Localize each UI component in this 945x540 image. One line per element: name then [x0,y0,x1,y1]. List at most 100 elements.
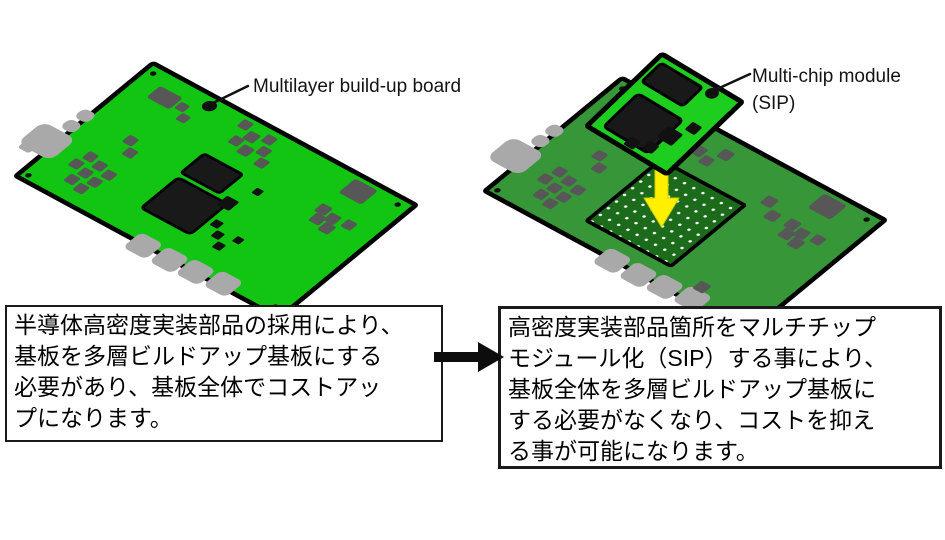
smd-component [100,169,118,181]
sip-chip-small [657,126,683,146]
smd-component [532,188,550,200]
chip-small [212,241,226,251]
connector [151,248,188,272]
chip-small [211,230,225,240]
smd-component [340,219,358,231]
smd-component [122,135,139,147]
connector [490,139,542,174]
caption-line: 基板全体を多層ビルドアップ基板に [508,376,876,402]
smd-component [255,146,272,158]
smd-component [73,183,90,195]
smd-component [317,222,336,235]
smd-component [555,191,572,203]
caption-line: 基板を多層ビルドアップ基板にする [14,343,383,369]
connector [594,248,630,273]
module-label-leader-line [713,72,752,92]
smd-component [261,134,278,146]
smd-component [698,155,715,167]
smd-component [809,234,827,246]
caption-line: る事が可能になります。 [508,438,759,464]
caption-line: プになります。 [14,405,173,431]
connector [620,263,657,287]
smd-component [175,113,191,124]
left-board-label: Multilayer build-up board [253,76,462,97]
smd-component [308,213,327,226]
left-caption-box: 半導体高密度実装部品の採用により、 基板を多層ビルドアップ基板にする 必要があり… [5,305,443,442]
smd-component [77,167,94,179]
smd-component [760,195,779,208]
chip-small [210,219,224,229]
smd-component [228,135,245,147]
module-label-line2: (SIP) [752,93,796,114]
smd-component [174,102,190,113]
smd-component [763,209,782,222]
smd-component [147,86,182,109]
smd-component [783,218,802,231]
connector [646,275,683,299]
connector [125,233,161,258]
sip-module [585,52,744,176]
connector [21,124,73,159]
via-dot [863,217,870,222]
sip-chip-small [623,136,641,150]
smd-component [63,173,81,185]
connector [545,124,564,137]
via-dot [25,173,32,178]
sip-chip-small [685,122,702,135]
right-caption-box: 高密度実装部品箇所をマルチチップ モジュール化（SIP）する事により、 基板全体… [498,306,942,469]
smd-component [242,131,261,144]
left-label-leader-line [211,84,250,105]
transition-right-arrow-icon [434,342,504,372]
module-label: Multi-chip module (SIP) [752,63,901,117]
smd-component [560,175,577,187]
sip-chip-medium [641,62,703,107]
caption-line: 半導体高密度実装部品の採用により、 [14,312,404,338]
chip-small [251,188,264,196]
via-dot [149,71,157,76]
connector [177,260,214,284]
smd-component [314,203,333,216]
smd-component [68,158,85,170]
connector [205,271,242,296]
smd-component [808,194,846,219]
smd-component [777,228,796,241]
via-dot [394,202,401,207]
sip-chip-small [642,141,659,154]
left-board [14,61,418,320]
caption-line: する必要がなくなり、コストを抑え [508,407,876,433]
smd-component [546,182,563,194]
smd-component [253,157,270,169]
smd-component [786,237,805,250]
smd-component [91,160,108,172]
caption-line: 高密度実装部品箇所をマルチチップ [508,314,876,340]
connector [76,109,95,122]
smd-component [82,151,99,163]
smd-component [693,281,711,294]
connector [531,134,550,148]
smd-component [792,227,811,240]
smd-component [237,119,254,131]
caption-line: モジュール化（SIP）する事により、 [508,345,888,371]
smd-component [551,166,568,178]
smd-component [591,150,608,162]
smd-component [339,179,377,204]
smd-component [122,147,139,159]
caption-line: 必要があり、基板全体でコストアッ [14,374,382,400]
chip-small [232,236,245,245]
chip-small [217,196,239,211]
smd-component [323,212,342,225]
smd-component [591,162,608,174]
smd-component [542,198,559,210]
chip-medium [180,153,244,194]
smd-component [537,173,554,185]
chip-large [141,177,228,235]
smd-component [569,184,587,196]
module-label-line1: Multi-chip module [752,66,901,87]
smd-component [236,144,255,157]
connector [18,140,38,153]
connector [62,119,81,133]
via-dot [494,188,501,193]
smd-component [86,176,103,188]
